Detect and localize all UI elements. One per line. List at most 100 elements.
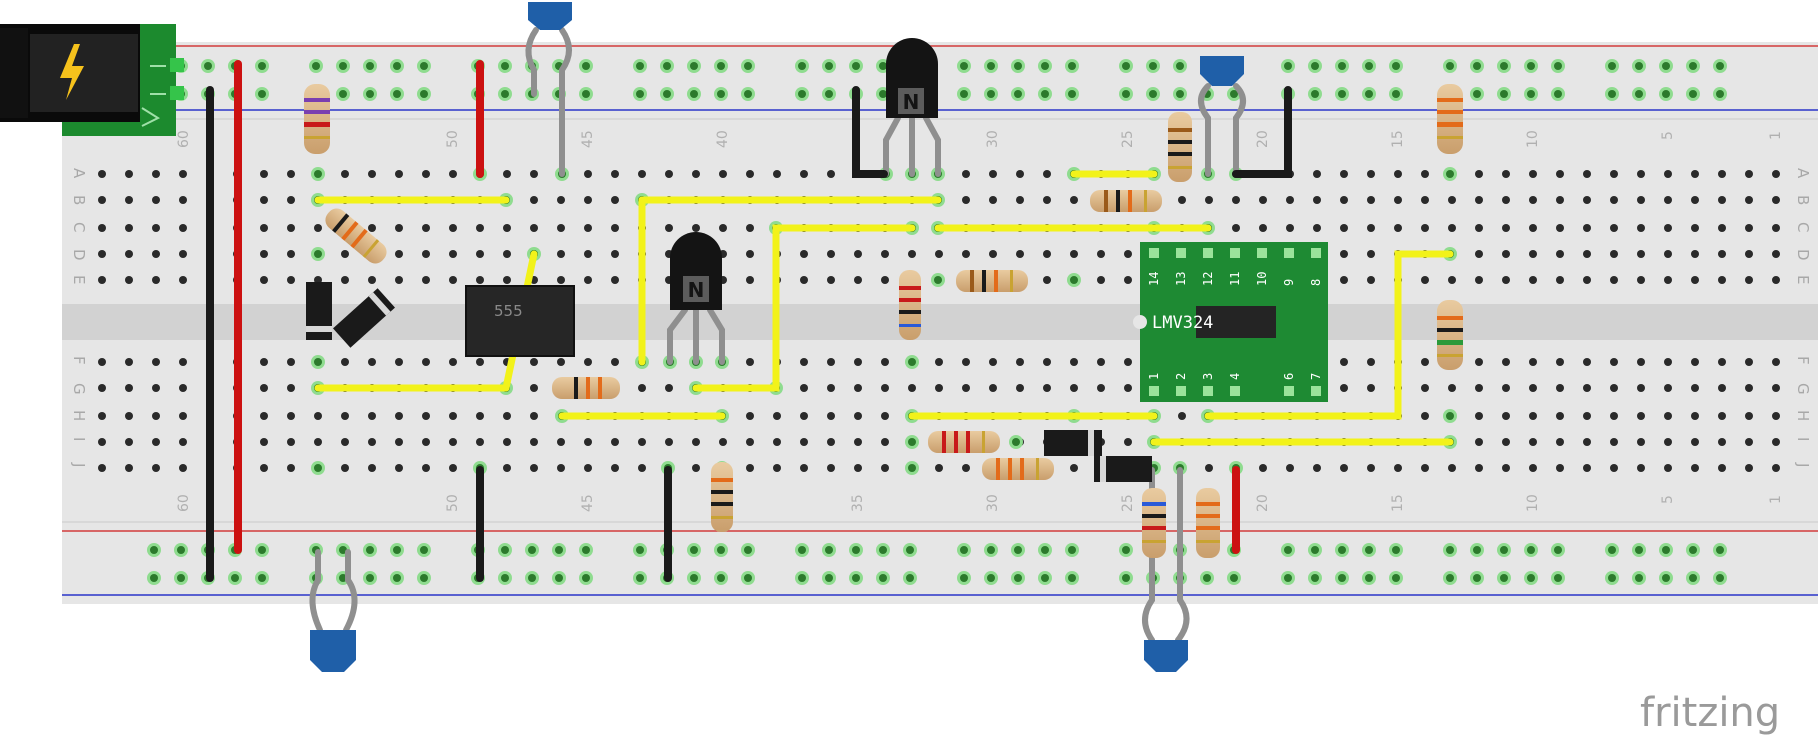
opamp-pin-label: 2 (1174, 373, 1188, 380)
opamp-pin-label: 11 (1228, 272, 1242, 286)
resistor (1437, 84, 1463, 154)
row-label: F (1794, 356, 1812, 365)
col-label-bottom: 45 (580, 494, 596, 512)
row-label: J (70, 462, 88, 467)
capacitor (1144, 640, 1188, 672)
col-label-bottom: 25 (1120, 494, 1136, 512)
component-leads (309, 27, 1246, 643)
resistor (956, 270, 1028, 292)
resistor (304, 84, 330, 154)
col-label-top: 15 (1390, 130, 1406, 148)
col-label-bottom: 30 (985, 494, 1001, 512)
row-label: H (1794, 410, 1812, 421)
col-label-top: 30 (985, 130, 1001, 148)
breadboard-holes (98, 59, 1780, 585)
col-label-bottom: 5 (1660, 495, 1676, 504)
column-labels: 60 50 45 40 30 25 20 15 10 5 1 60 50 45 … (176, 130, 1784, 512)
opamp-label: LMV324 (1152, 313, 1213, 333)
row-label: E (70, 275, 88, 284)
capacitor (528, 2, 572, 30)
col-label-bottom: 15 (1390, 494, 1406, 512)
capacitors (310, 2, 1244, 672)
diode (333, 288, 395, 348)
col-label-top: 25 (1120, 130, 1136, 148)
signal-wire (692, 224, 916, 392)
transistor-q1: N (886, 38, 938, 118)
resistor (325, 208, 387, 264)
col-label-top: 5 (1660, 131, 1676, 140)
row-label: I (1794, 437, 1812, 441)
resistor (928, 431, 1000, 453)
signal-wire (1204, 250, 1454, 420)
resistor (711, 462, 733, 532)
ic-555: 555 (465, 285, 575, 357)
row-labels: A B C D E F G H I J A B C D E F G H I J (70, 168, 1812, 467)
col-label-bottom: 20 (1255, 494, 1271, 512)
row-label: F (70, 356, 88, 365)
row-label: B (1794, 195, 1812, 205)
resistor (1168, 112, 1192, 182)
row-label: A (1794, 168, 1812, 179)
dc-power-jack (0, 24, 184, 136)
col-label-top: 10 (1525, 130, 1541, 148)
resistor (1437, 300, 1463, 370)
row-label: C (70, 222, 88, 232)
col-label-bottom: 1 (1768, 495, 1784, 504)
opamp-pin-label: 7 (1309, 373, 1323, 380)
row-label: H (70, 410, 88, 421)
opamp-pin-label: 13 (1174, 272, 1188, 286)
col-label-top: 45 (580, 130, 596, 148)
capacitor (1200, 56, 1244, 86)
transistor-q2: N (670, 232, 722, 310)
row-label: D (70, 249, 88, 261)
opamp-pin-label: 1 (1147, 373, 1161, 380)
col-label-top: 40 (715, 130, 731, 148)
diode (1044, 430, 1102, 456)
col-label-bottom: 50 (445, 494, 461, 512)
row-label: I (70, 437, 88, 441)
row-label: G (70, 383, 88, 395)
opamp-pin-label: 14 (1147, 272, 1161, 286)
opamp-pin-label: 3 (1201, 373, 1215, 380)
opamp-pin-label: 12 (1201, 272, 1215, 286)
row-label: J (1794, 462, 1812, 467)
col-label-top: 60 (176, 130, 192, 148)
opamp-pin-label: 10 (1255, 272, 1269, 286)
diodes (306, 282, 1152, 482)
transistor-q1-mark: N (903, 90, 920, 114)
opamp-pin-label: 6 (1282, 373, 1296, 380)
row-label: E (1794, 275, 1812, 284)
row-label: D (1794, 249, 1812, 261)
resistor (1196, 488, 1220, 558)
diode (306, 282, 332, 340)
resistor (899, 270, 921, 340)
resistor (1142, 488, 1166, 558)
col-label-top: 1 (1768, 131, 1784, 140)
resistor (1090, 190, 1162, 212)
resistors (304, 84, 1463, 558)
ic-555-label: 555 (494, 302, 523, 320)
row-label: A (70, 168, 88, 179)
col-label-bottom: 35 (850, 494, 866, 512)
col-label-bottom: 10 (1525, 494, 1541, 512)
col-label-top: 20 (1255, 130, 1271, 148)
resistor (982, 458, 1054, 480)
opamp-pin-label: 9 (1282, 279, 1296, 286)
fritzing-watermark: fritzing (1640, 690, 1780, 736)
capacitor (310, 630, 356, 672)
ground-wire (852, 86, 888, 178)
opamp-pin-label: 8 (1309, 279, 1323, 286)
resistor (552, 377, 620, 399)
wires (206, 60, 1454, 582)
col-label-top: 50 (445, 130, 461, 148)
transistor-q2-mark: N (688, 278, 705, 302)
diode (1094, 456, 1152, 482)
opamp-pin-label: 4 (1228, 373, 1242, 380)
row-label: G (1794, 383, 1812, 395)
row-label: B (70, 195, 88, 205)
ground-wire (1232, 86, 1292, 178)
col-label-bottom: 60 (176, 494, 192, 512)
row-label: C (1794, 222, 1812, 232)
